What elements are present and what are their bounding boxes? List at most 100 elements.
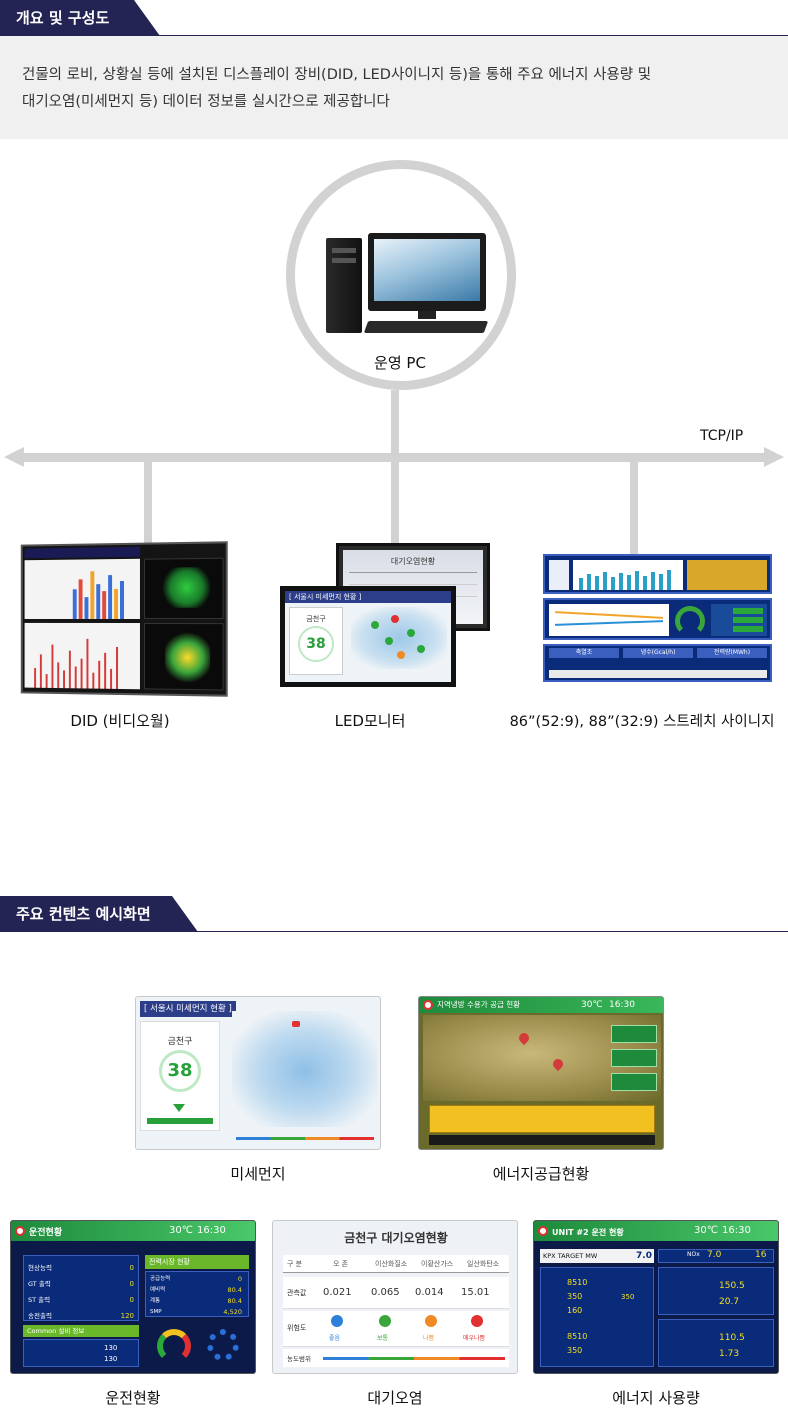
air-header-3: 이산화질소 (375, 1260, 408, 1268)
fine-dust-title: [ 서울시 미세먼지 현황 ] (140, 1001, 236, 1017)
air-grade-1: 좋음 (329, 1335, 341, 1342)
network-label: TCP/IP (700, 428, 744, 444)
led-district: 금천구 (306, 615, 326, 623)
gauge-icon (157, 1329, 191, 1363)
operation-row-value-4: 120 (120, 1312, 134, 1320)
thumb-energy-use: UNIT #2 운전 현황 30℃ 16:30 KPX TARGET MW 7.… (533, 1220, 779, 1374)
stretch-signage-3: 축열조 냉수(Gcal/h) 전력량(MWh) (543, 644, 772, 682)
operation-row-value-3: 0 (129, 1296, 134, 1304)
seoul-map (232, 1011, 378, 1127)
energy-use-right-1: 150.5 (719, 1281, 745, 1291)
fine-dust-label: 미세먼지 (230, 1165, 286, 1183)
bad-face-icon (425, 1315, 437, 1327)
operation-row-value-1: 0 (129, 1264, 134, 1272)
energy-use-right-4: 1.73 (719, 1349, 740, 1359)
stretch-label-3: 전력량(MWh) (697, 648, 767, 658)
operation-row-3: ST 출력 (28, 1296, 51, 1304)
fine-dust-district: 금천구 (167, 1037, 193, 1047)
energy-use-temp: 30℃ (694, 1225, 718, 1236)
led-back-title: 대기오염현황 (390, 557, 436, 566)
logo-icon (423, 1000, 433, 1010)
operation-temp: 30℃ (169, 1225, 193, 1236)
operation-panel-row-3: 계통 (150, 1298, 161, 1304)
thumb-operation: 운전현황 30℃ 16:30 현상능력 GT 출력 ST 출력 송전출력 0 0… (10, 1220, 256, 1374)
operation-row-4: 송전출력 (28, 1312, 52, 1320)
intro-line-1: 건물의 로비, 상황실 등에 설치된 디스플레이 장비(DID, LED사이니지… (22, 67, 652, 83)
air-row2-label: 위험도 (287, 1324, 307, 1332)
air-header-1: 구 분 (287, 1260, 303, 1268)
energy-supply-title: 지역냉방 수용가 공급 현황 (437, 1000, 521, 1009)
air-row3-label: 농도범위 (287, 1355, 311, 1363)
air-label: 대기오염 (367, 1389, 423, 1407)
energy-use-right-3: 110.5 (719, 1333, 745, 1343)
good-face-icon (331, 1315, 343, 1327)
led-front-title: [ 서울시 미세먼지 현황 ] (285, 591, 451, 603)
operation-panel-row-2: 예비력 (150, 1287, 166, 1293)
led-value: 38 (298, 626, 334, 662)
section-header-overview: 개요 및 구성도 (0, 0, 788, 36)
fine-dust-value: 38 (159, 1050, 201, 1092)
stretch-label: 86”(52:9), 88”(32:9) 스트레치 사이니지 (509, 714, 775, 730)
operation-panel-row-1: 공급능력 (150, 1276, 171, 1282)
air-grade-4: 매우나쁨 (463, 1335, 486, 1342)
stretch-connector (630, 458, 638, 554)
air-row1-label: 관측값 (287, 1289, 307, 1297)
air-header-5: 일산화탄소 (467, 1260, 500, 1268)
pc-label: 운영 PC (374, 354, 426, 372)
o2-value: 16 (755, 1250, 767, 1260)
normal-face-icon (379, 1315, 391, 1327)
led-monitor-front: [ 서울시 미세먼지 현황 ] 금천구 38 (280, 586, 456, 687)
did-video-wall (20, 541, 228, 697)
operation-row-2: GT 출력 (28, 1280, 51, 1288)
energy-supply-temp: 30℃ (581, 1000, 603, 1010)
operation-common-value-2: 130 (104, 1355, 118, 1363)
energy-use-value-6: 350 (567, 1346, 583, 1355)
air-grade-2: 보통 (377, 1335, 389, 1342)
did-connector (144, 458, 152, 558)
section-rule (0, 35, 788, 36)
stretch-signage-2 (543, 598, 772, 640)
thumb-energy-supply: 지역냉방 수용가 공급 현황 30℃ 16:30 (418, 996, 664, 1150)
operation-label: 운전현황 (105, 1389, 161, 1407)
led-label: LED모니터 (334, 712, 406, 730)
map-pin-icon (516, 1030, 532, 1046)
operation-panel-value-4: 4,520 (223, 1308, 242, 1316)
stretch-signage-1 (543, 554, 772, 594)
did-label: DID (비디오월) (70, 712, 170, 730)
energy-supply-label: 에너지공급현황 (492, 1165, 590, 1183)
ring-gauge-icon (207, 1329, 239, 1361)
operation-common-value-1: 130 (104, 1344, 118, 1352)
energy-use-title: UNIT #2 운전 현황 (552, 1228, 624, 1237)
operation-row-value-2: 0 (129, 1280, 134, 1288)
intro-text: 건물의 로비, 상황실 등에 설치된 디스플레이 장비(DID, LED사이니지… (0, 36, 788, 139)
operation-time: 16:30 (197, 1225, 226, 1236)
nox-value: 7.0 (707, 1250, 722, 1260)
stretch-label-1: 축열조 (549, 648, 619, 658)
air-grade-3: 나쁨 (423, 1335, 435, 1342)
energy-use-value-5: 8510 (567, 1332, 588, 1341)
operation-title: 운전현황 (29, 1228, 63, 1238)
thumb-fine-dust: [ 서울시 미세먼지 현황 ] 금천구 38 (135, 996, 381, 1150)
map-pin-icon (550, 1056, 566, 1072)
section-title: 주요 컨텐츠 예시화면 (0, 896, 198, 932)
energy-use-label: 에너지 사용량 (612, 1389, 700, 1407)
energy-supply-time: 16:30 (609, 1000, 635, 1010)
section-rule (0, 931, 788, 932)
energy-use-value-3: 160 (567, 1306, 583, 1315)
pc-connector (391, 390, 399, 458)
energy-use-value-1: 8510 (567, 1278, 588, 1287)
logo-icon (15, 1226, 25, 1236)
air-header-4: 이황산가스 (421, 1260, 454, 1268)
section-header-contents: 주요 컨텐츠 예시화면 (0, 896, 788, 932)
energy-use-value-4: 350 (621, 1293, 635, 1301)
operation-panel-title: 전력시장 현황 (145, 1255, 249, 1269)
thumb-air: 금천구 대기오염현황 구 분 오 존 이산화질소 이황산가스 일산화탄소 관측값… (272, 1220, 518, 1374)
kpx-label: KPX TARGET MW (540, 1249, 654, 1263)
pc-tower (326, 238, 362, 333)
desktop-pc-icon (326, 233, 489, 338)
air-value-1: 0.021 (323, 1287, 352, 1298)
section-title: 개요 및 구성도 (0, 0, 160, 36)
air-header-2: 오 존 (333, 1260, 349, 1268)
energy-use-right-2: 20.7 (719, 1297, 740, 1307)
pc-monitor (368, 233, 486, 311)
